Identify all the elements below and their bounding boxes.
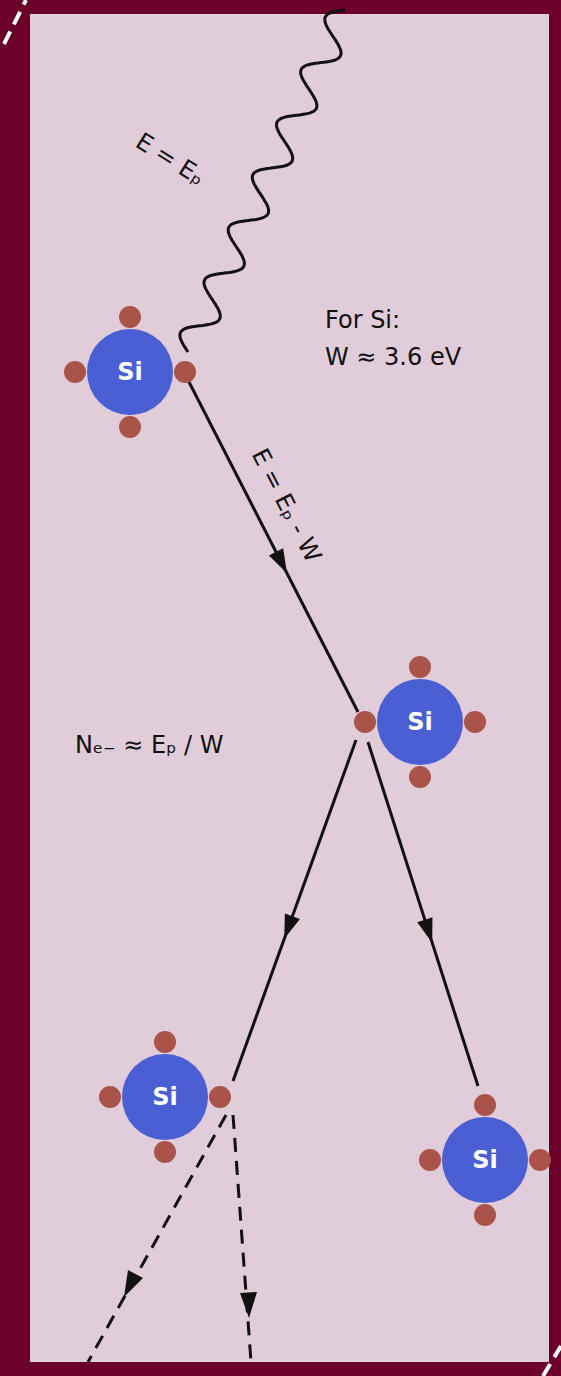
arrow-head <box>417 917 432 942</box>
track-line <box>233 740 356 1081</box>
valence-electron <box>409 766 431 788</box>
valence-electron <box>464 711 486 733</box>
note-text: For Si: <box>325 307 400 335</box>
track-line <box>188 380 358 712</box>
valence-electron <box>99 1086 121 1108</box>
atom-core <box>87 329 173 415</box>
valence-electron <box>354 711 376 733</box>
valence-electron <box>154 1141 176 1163</box>
atom-core <box>122 1054 208 1140</box>
atom-label: Si <box>472 1148 498 1172</box>
si-atom: Si <box>418 1093 552 1227</box>
electron-track <box>233 740 356 1081</box>
valence-electron <box>154 1031 176 1053</box>
valence-electron <box>64 361 86 383</box>
formula-text: Nₑ₋ ≈ Eₚ / W <box>75 732 224 760</box>
si-atom: Si <box>98 1030 232 1164</box>
valence-electron <box>209 1086 231 1108</box>
dashed-track <box>233 1115 251 1362</box>
zoom-guide <box>543 1346 561 1376</box>
valence-electron <box>409 656 431 678</box>
valence-electron <box>529 1149 551 1171</box>
si-atom: Si <box>353 655 487 789</box>
atom-core <box>442 1117 528 1203</box>
arrow-head <box>124 1270 143 1297</box>
note-text: W ≈ 3.6 eV <box>325 344 461 372</box>
atom-label: Si <box>407 710 433 734</box>
electron-track <box>368 742 478 1086</box>
valence-electron <box>474 1204 496 1226</box>
arrow-head <box>240 1292 257 1318</box>
valence-electron <box>119 306 141 328</box>
track-line <box>368 742 478 1086</box>
atom-core <box>377 679 463 765</box>
si-atom: Si <box>63 305 197 439</box>
valence-electron <box>419 1149 441 1171</box>
dashed-track <box>88 1115 226 1362</box>
zoom-guide <box>4 0 26 44</box>
arrow-head <box>269 548 287 573</box>
electron-track <box>188 380 358 712</box>
valence-electron <box>119 416 141 438</box>
atom-label: Si <box>117 360 143 384</box>
valence-electron <box>474 1094 496 1116</box>
valence-electron <box>174 361 196 383</box>
atom-label: Si <box>152 1085 178 1109</box>
arrow-head <box>284 914 300 939</box>
